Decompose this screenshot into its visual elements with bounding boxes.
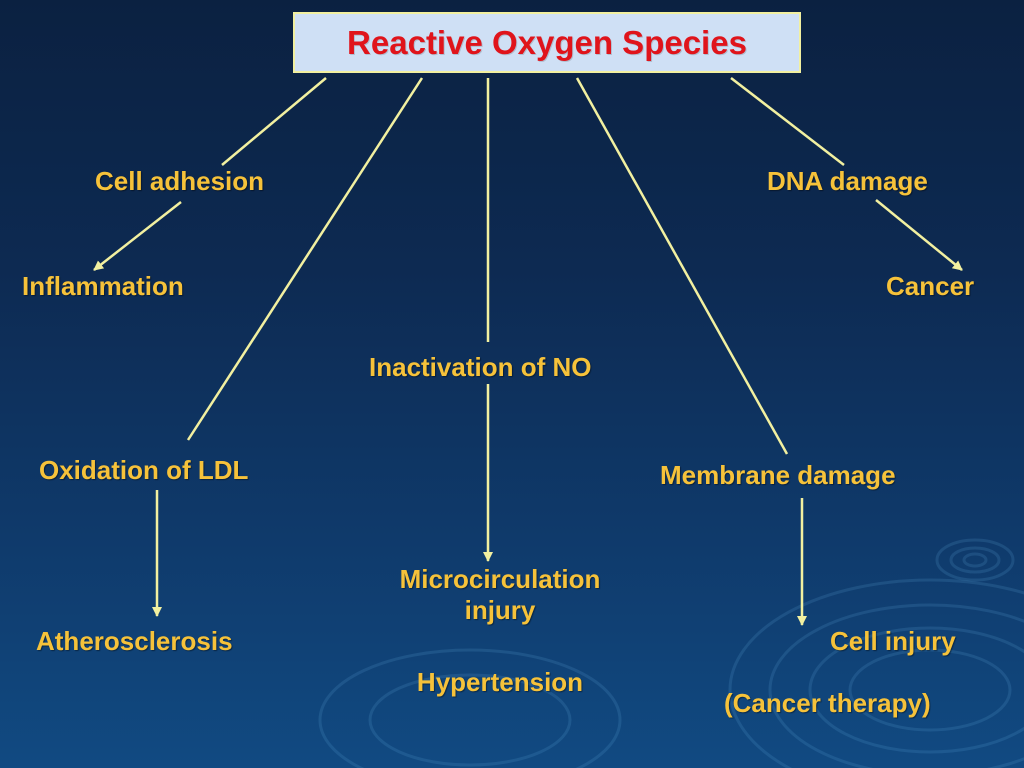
- node-cancer-therapy: (Cancer therapy): [724, 688, 931, 718]
- arrow-cell-adhesion-to-inflammation: [93, 201, 182, 271]
- node-cell-adhesion: Cell adhesion: [95, 166, 265, 196]
- microcirculation-line-2: injury: [464, 595, 536, 626]
- line-title-to-dna-damage: [730, 77, 845, 166]
- line-title-to-oxidation-ldl: [186, 77, 424, 441]
- node-cell-injury: Cell injury: [830, 626, 956, 656]
- node-atherosclerosis: Atherosclerosis: [36, 626, 233, 656]
- line-title-to-cell-adhesion: [221, 77, 327, 166]
- node-inflammation: Inflammation: [22, 271, 184, 301]
- arrow-dna-damage-to-cancer: [875, 199, 963, 271]
- node-hypertension: Hypertension: [416, 667, 584, 697]
- node-cancer: Cancer: [886, 271, 975, 301]
- node-dna-damage: DNA damage: [767, 166, 928, 196]
- node-inactivation-no: Inactivation of NO: [369, 352, 592, 382]
- node-microcirculation-injury: Microcirculation injury: [364, 564, 636, 626]
- node-oxidation-ldl: Oxidation of LDL: [39, 455, 249, 485]
- line-title-to-membrane-damage: [575, 77, 789, 455]
- title-box: Reactive Oxygen Species: [293, 12, 801, 73]
- node-membrane-damage: Membrane damage: [660, 460, 896, 490]
- microcirculation-line-1: Microcirculation: [399, 564, 601, 594]
- diagram-title: Reactive Oxygen Species: [347, 23, 747, 61]
